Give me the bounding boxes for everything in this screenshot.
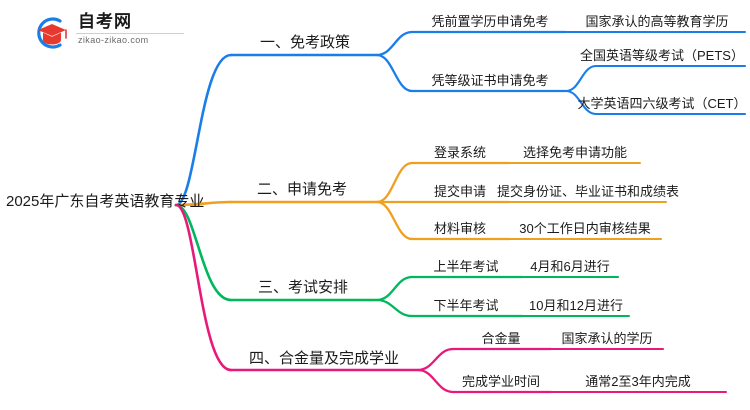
mindmap-root-node[interactable]: 2025年广东自考英语教育专业 bbox=[6, 193, 205, 210]
site-logo: 自考网 zikao-zikao.com bbox=[30, 12, 190, 54]
subbranch-node-4-1[interactable]: 合金量 bbox=[481, 331, 521, 346]
logo-divider bbox=[76, 33, 184, 34]
subbranch-node-4-2[interactable]: 完成学业时间 bbox=[461, 374, 541, 389]
subbranch-node-2-2[interactable]: 提交申请 bbox=[433, 184, 487, 199]
subbranch-node-2-1[interactable]: 登录系统 bbox=[433, 145, 487, 160]
leaf-node-1-2-1[interactable]: 全国英语等级考试（PETS） bbox=[580, 48, 744, 63]
leaf-node-1-2-2[interactable]: 大学英语四六级考试（CET） bbox=[577, 96, 747, 111]
leaf-node-1-1-1[interactable]: 国家承认的高等教育学历 bbox=[585, 14, 729, 29]
leaf-node-2-3-1[interactable]: 30个工作日内审核结果 bbox=[519, 221, 651, 236]
leaf-node-3-2-1[interactable]: 10月和12月进行 bbox=[529, 298, 623, 313]
branch-node-2[interactable]: 二、申请免考 bbox=[256, 181, 348, 198]
subbranch-node-3-1[interactable]: 上半年考试 bbox=[433, 259, 499, 274]
branch-node-1[interactable]: 一、免考政策 bbox=[259, 34, 351, 51]
leaf-node-4-2-1[interactable]: 通常2至3年内完成 bbox=[585, 374, 691, 389]
subbranch-node-2-3[interactable]: 材料审核 bbox=[433, 221, 487, 236]
leaf-node-3-1-1[interactable]: 4月和6月进行 bbox=[530, 259, 610, 274]
subbranch-node-3-2[interactable]: 下半年考试 bbox=[433, 298, 499, 313]
leaf-node-2-2-1[interactable]: 提交身份证、毕业证书和成绩表 bbox=[496, 184, 680, 199]
logo-site-name: 自考网 bbox=[78, 12, 132, 31]
leaf-node-2-1-1[interactable]: 选择免考申请功能 bbox=[522, 145, 628, 160]
logo-domain: zikao-zikao.com bbox=[78, 35, 149, 45]
logo-wordmark: 自考网 zikao-zikao.com bbox=[76, 12, 188, 46]
leaf-node-4-1-1[interactable]: 国家承认的学历 bbox=[561, 331, 653, 346]
branch-node-4[interactable]: 四、合金量及完成学业 bbox=[248, 350, 400, 367]
branch-node-3[interactable]: 三、考试安排 bbox=[257, 279, 349, 296]
subbranch-node-1-1[interactable]: 凭前置学历申请免考 bbox=[431, 14, 549, 29]
graduation-cap-logo-icon bbox=[30, 14, 70, 52]
subbranch-node-1-2[interactable]: 凭等级证书申请免考 bbox=[431, 73, 549, 88]
